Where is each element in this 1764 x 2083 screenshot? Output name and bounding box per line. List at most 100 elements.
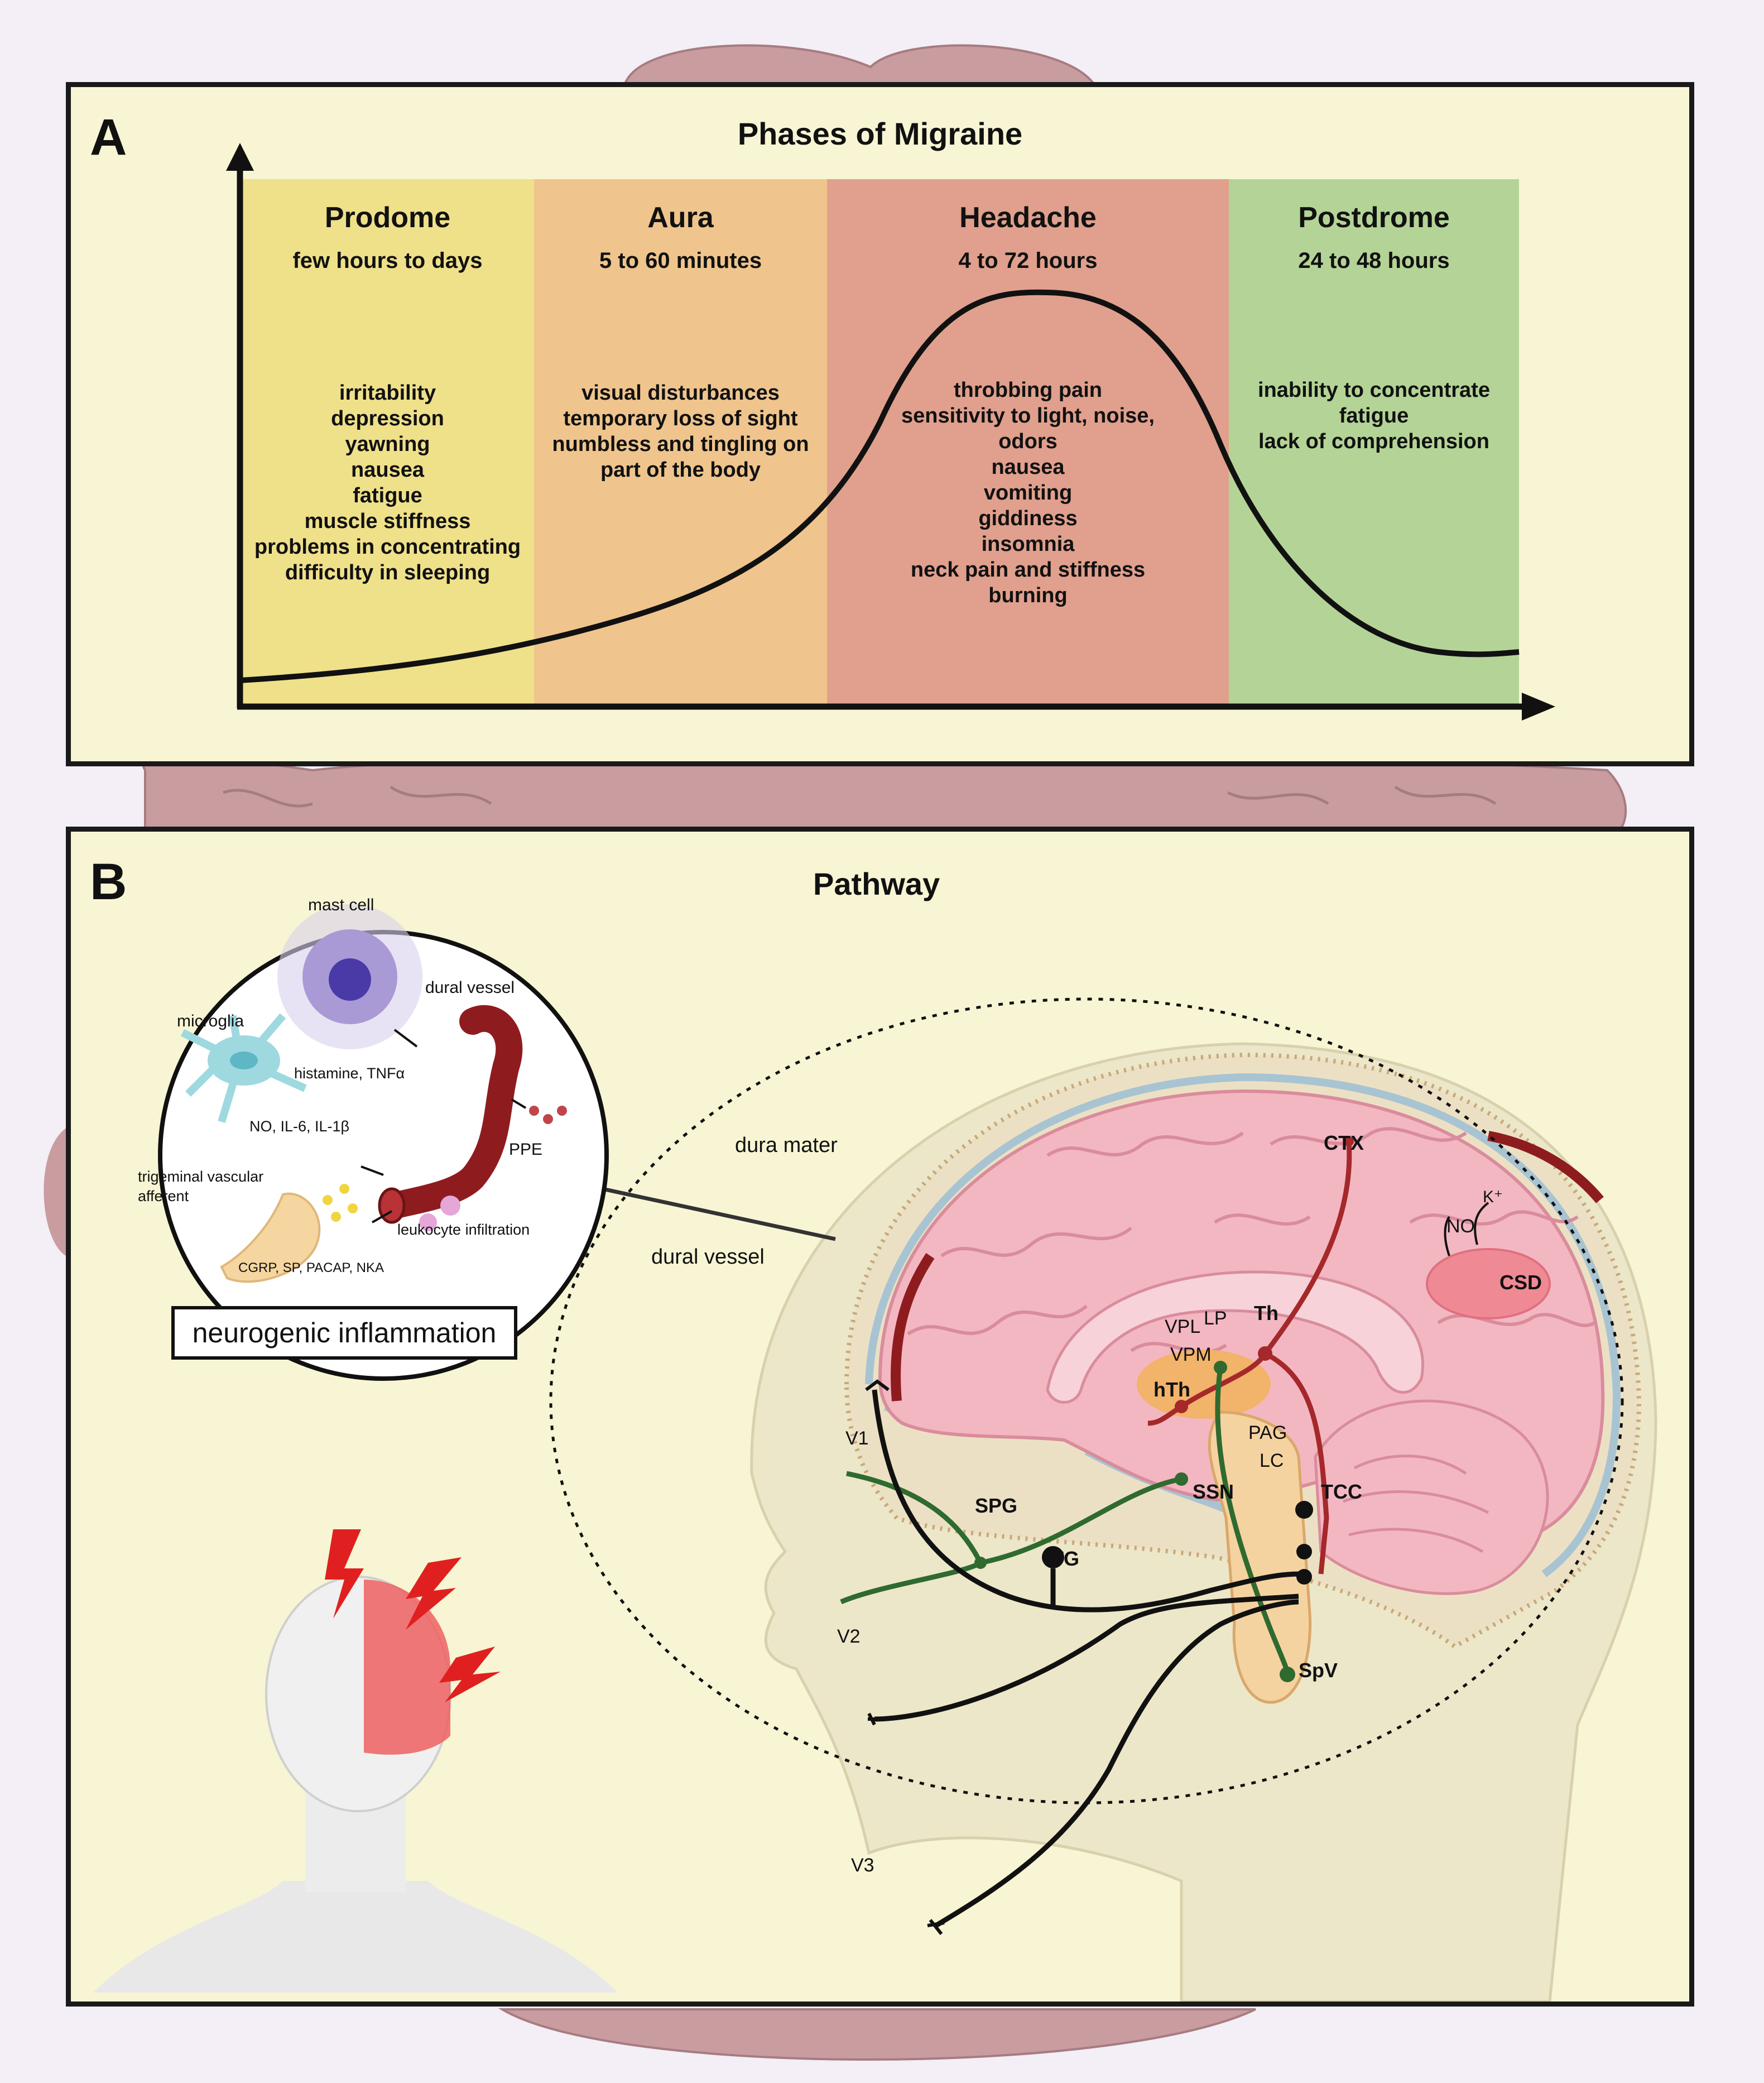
- label-tcc: TCC: [1321, 1480, 1362, 1503]
- label-dura-mater: dura mater: [735, 1134, 838, 1157]
- label-trigeminal: trigeminal vascular: [138, 1168, 264, 1185]
- label-ssn: SSN: [1193, 1480, 1234, 1503]
- phase-duration: 24 to 48 hours: [1298, 248, 1450, 273]
- symptom: yawning: [345, 433, 430, 456]
- label-v1: V1: [845, 1428, 869, 1449]
- ppe-dot: [543, 1114, 553, 1124]
- label-no: NO: [1446, 1216, 1475, 1237]
- symptom: temporary loss of sight: [563, 407, 798, 430]
- phase-name: Postdrome: [1298, 201, 1450, 234]
- symptom: difficulty in sleeping: [285, 561, 491, 584]
- node-th: [1258, 1346, 1272, 1361]
- lightning-icon: [325, 1529, 364, 1619]
- node-lc: [1295, 1501, 1313, 1519]
- node-tcc-1: [1296, 1544, 1312, 1559]
- leukocyte: [419, 1213, 437, 1231]
- label-peptides: CGRP, SP, PACAP, NKA: [238, 1260, 384, 1275]
- node-tg: [1042, 1546, 1064, 1568]
- symptom: inability to concentrate: [1258, 378, 1490, 402]
- lightning-icon: [406, 1557, 462, 1630]
- peptide-dot: [331, 1212, 341, 1222]
- phase-symptoms: inability to concentrate fatigue lack of…: [1229, 377, 1519, 454]
- symptom: insomnia: [981, 532, 1075, 556]
- csd-region: [1426, 1248, 1551, 1319]
- microglia-nucleus: [230, 1052, 258, 1069]
- microglia-cell: [180, 1013, 307, 1124]
- cerebellum: [1314, 1399, 1549, 1595]
- peptide-dot: [323, 1195, 333, 1205]
- phase-postdrome: Postdrome 24 to 48 hours inability to co…: [1229, 179, 1519, 705]
- ppe-dot: [529, 1106, 539, 1116]
- leukocyte: [440, 1196, 460, 1216]
- label-microglia: microglia: [177, 1012, 244, 1030]
- ppe-dot: [557, 1106, 567, 1116]
- label-th: Th: [1254, 1302, 1278, 1324]
- label-hth: hTh: [1153, 1378, 1190, 1401]
- label-dural-vessel-inset: dural vessel: [425, 978, 515, 997]
- label-vpm: VPM: [1170, 1344, 1212, 1365]
- label-pag: PAG: [1248, 1422, 1287, 1443]
- label-ctx: CTX: [1324, 1131, 1364, 1154]
- symptom: lack of comprehension: [1258, 430, 1489, 453]
- label-mast-cell: mast cell: [308, 896, 374, 914]
- dura-mater: [865, 1073, 1621, 1577]
- label-lp: LP: [1204, 1308, 1227, 1329]
- phase-name: Prodome: [324, 201, 451, 234]
- phase-symptoms: visual disturbances temporary loss of si…: [534, 380, 827, 483]
- inset-arrow-small: [361, 1029, 527, 1223]
- panel-letter-a: A: [90, 109, 127, 166]
- symptom: numbless and tingling on: [552, 433, 809, 456]
- panel-b: B Pathway mast cell dural vessel microgl…: [66, 827, 1694, 2007]
- panel-b-title: Pathway: [813, 866, 940, 901]
- corpus-callosum: [1046, 1270, 1424, 1404]
- peptide-dot: [348, 1203, 358, 1213]
- label-spv: SpV: [1299, 1659, 1338, 1682]
- pathway-illustration: [93, 904, 1657, 2002]
- label-csd: CSD: [1499, 1271, 1542, 1294]
- label-afferent: afferent: [138, 1188, 189, 1204]
- label-vpl: VPL: [1165, 1316, 1201, 1337]
- symptom: visual disturbances: [581, 381, 780, 405]
- phase-name: Aura: [647, 201, 714, 234]
- nerve-terminal-v2: [867, 1712, 886, 1726]
- black-pathway: [872, 1389, 1299, 1928]
- lightning-icon: [439, 1647, 501, 1702]
- node-spg: [974, 1557, 987, 1569]
- nerve-terminal-v1: [865, 1379, 890, 1391]
- symptom: burning: [988, 584, 1068, 607]
- symptom: muscle stiffness: [304, 510, 471, 533]
- node-spv: [1280, 1667, 1295, 1682]
- node-ssn: [1175, 1472, 1188, 1486]
- symptom: sensitivity to light, noise,: [901, 404, 1155, 428]
- phase-duration: few hours to days: [292, 248, 483, 273]
- label-histamine: histamine, TNFα: [294, 1065, 405, 1082]
- node-hth: [1175, 1400, 1188, 1413]
- panel-a-title: Phases of Migraine: [737, 116, 1023, 151]
- thalamus: [1137, 1350, 1271, 1419]
- symptom: neck pain and stiffness: [910, 558, 1146, 582]
- person-shoulders: [93, 1881, 618, 1993]
- symptom: nausea: [991, 455, 1065, 479]
- node-tcc-2: [1296, 1569, 1312, 1585]
- phase-aura: Aura 5 to 60 minutes visual disturbances…: [534, 179, 827, 705]
- symptom: giddiness: [978, 507, 1078, 530]
- symptom: nausea: [351, 458, 424, 482]
- symptom: depression: [331, 407, 444, 430]
- phase-prodome: Prodome few hours to days irritability d…: [241, 179, 534, 705]
- label-ppe: PPE: [509, 1140, 543, 1159]
- label-lc: LC: [1260, 1450, 1284, 1471]
- symptom: vomiting: [983, 481, 1073, 505]
- label-v3: V3: [851, 1855, 874, 1876]
- intensity-line: [239, 289, 1520, 683]
- label-dural-vessel: dural vessel: [651, 1245, 765, 1269]
- csd-arrows: [1444, 1202, 1489, 1256]
- neurogenic-inflammation-box: neurogenic inflammation: [171, 1306, 517, 1360]
- symptom: odors: [998, 430, 1058, 453]
- dural-vessel-front: [891, 1253, 935, 1402]
- label-no-il: NO, IL-6, IL-1β: [249, 1118, 350, 1135]
- label-leukocyte: leukocyte infiltration: [397, 1221, 530, 1238]
- phase-symptoms: throbbing pain sensitivity to light, noi…: [827, 377, 1229, 608]
- phase-symptoms: irritability depression yawning nausea f…: [241, 380, 534, 585]
- label-v2: V2: [837, 1626, 861, 1647]
- phase-name: Headache: [959, 201, 1097, 234]
